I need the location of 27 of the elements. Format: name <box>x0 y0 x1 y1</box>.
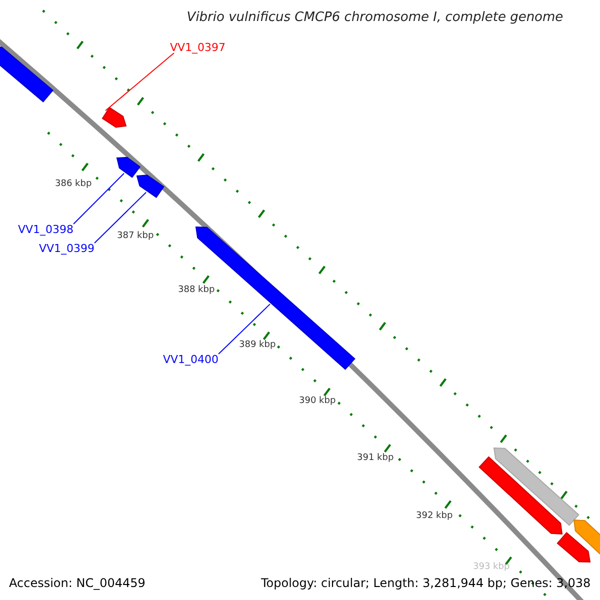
map-title: Vibrio vulnificus CMCP6 chromosome I, complete genome <box>186 10 564 25</box>
scale-label: 389 kbp <box>239 341 276 350</box>
gene-feature <box>136 174 164 198</box>
scale-label: 386 kbp <box>55 180 92 189</box>
gene-feature <box>556 532 591 563</box>
gene-feature <box>573 519 600 555</box>
gene-feature <box>493 447 580 526</box>
scale-label: 391 kbp <box>357 454 394 463</box>
gene-feature <box>0 46 54 102</box>
scale-label: 387 kbp <box>117 232 154 241</box>
gene-label: VV1_0400 <box>163 354 219 365</box>
leader-line <box>73 172 124 224</box>
genome-stats-text: Topology: circular; Length: 3,281,944 bp; Genes: 3,038 <box>261 577 591 589</box>
gene-label: VV1_0399 <box>39 243 95 254</box>
gene-feature <box>102 106 127 128</box>
accession-text: Accession: NC_004459 <box>9 577 146 589</box>
scale-label: 388 kbp <box>178 286 215 295</box>
scale-label: 390 kbp <box>299 397 336 406</box>
gene-feature <box>116 156 141 178</box>
gene-label: VV1_0398 <box>18 224 74 235</box>
scale-label: 393 kbp <box>473 563 510 572</box>
leader-line <box>94 192 147 244</box>
leader-line <box>218 304 271 354</box>
leader-line <box>105 52 174 112</box>
gene-feature <box>478 456 563 535</box>
scale-label: 392 kbp <box>416 512 453 521</box>
gene-label: VV1_0397 <box>170 42 226 53</box>
